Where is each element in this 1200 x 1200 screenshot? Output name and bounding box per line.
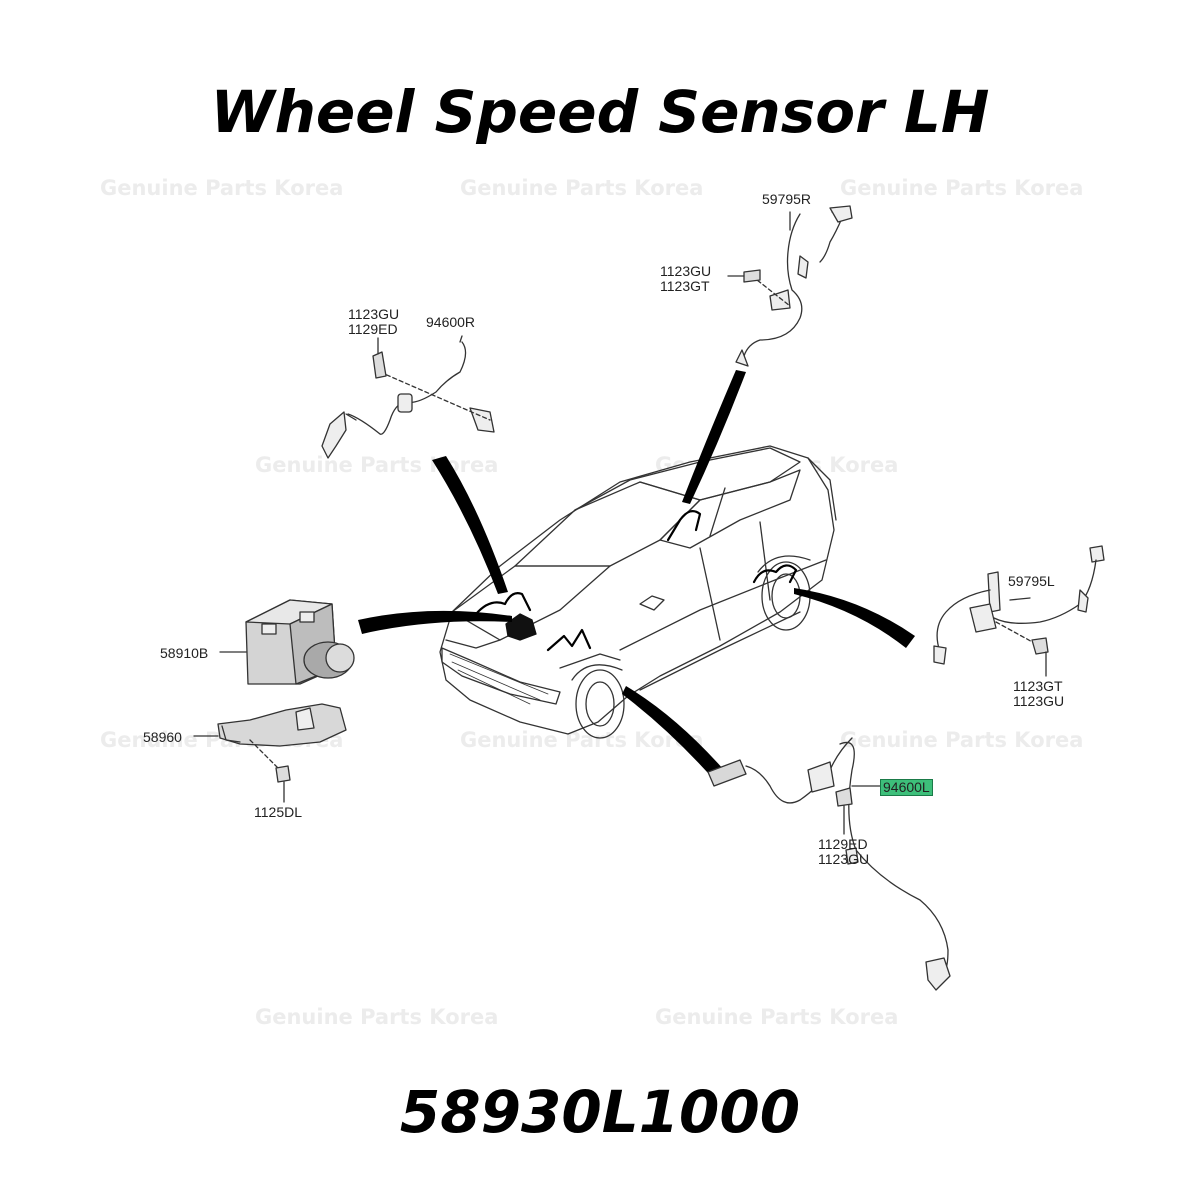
abs-module-drawing: [219, 599, 355, 685]
rear-left-sensor-drawing: [933, 545, 1105, 677]
bracket-drawing: [193, 703, 347, 803]
label-59795L: 59795L: [1008, 573, 1055, 589]
label-1125DL: 1125DL: [254, 804, 303, 820]
label-1123GU-front-right: 1123GU: [348, 306, 400, 322]
label-1123GU-rear-left: 1123GU: [1013, 693, 1065, 709]
label-58910B: 58910B: [160, 645, 209, 661]
label-1123GU-rear-right: 1123GU: [660, 263, 712, 279]
label-58960: 58960: [143, 729, 182, 745]
watermark: Genuine Parts Korea: [255, 453, 499, 477]
car-illustration: [439, 445, 837, 739]
front-right-sensor-drawing: [321, 335, 495, 459]
front-left-sensor-drawing: [707, 737, 951, 991]
label-1123GT-rear-left: 1123GT: [1013, 678, 1063, 694]
watermark: Genuine Parts Korea: [460, 728, 704, 752]
page-title: Wheel Speed Sensor LH: [210, 78, 990, 146]
part-number: 58930L1000: [399, 1078, 801, 1146]
label-94600L-highlighted: 94600L: [880, 779, 933, 796]
watermark: Genuine Parts Korea: [840, 176, 1084, 200]
rear-right-sensor-drawing: [727, 205, 853, 367]
label-94600R: 94600R: [426, 314, 476, 330]
label-1123GU-front-left: 1123GU: [818, 851, 870, 867]
label-1129ED-front-left: 1129ED: [818, 836, 868, 852]
watermark: Genuine Parts Korea: [255, 1005, 499, 1029]
label-1123GT-rear-right: 1123GT: [660, 278, 710, 294]
label-1129ED-front-right: 1129ED: [348, 321, 398, 337]
watermark: Genuine Parts Korea: [100, 176, 344, 200]
watermark: Genuine Parts Korea: [460, 176, 704, 200]
watermark: Genuine Parts Korea: [840, 728, 1084, 752]
label-59795R: 59795R: [762, 191, 812, 207]
watermark: Genuine Parts Korea: [655, 1005, 899, 1029]
